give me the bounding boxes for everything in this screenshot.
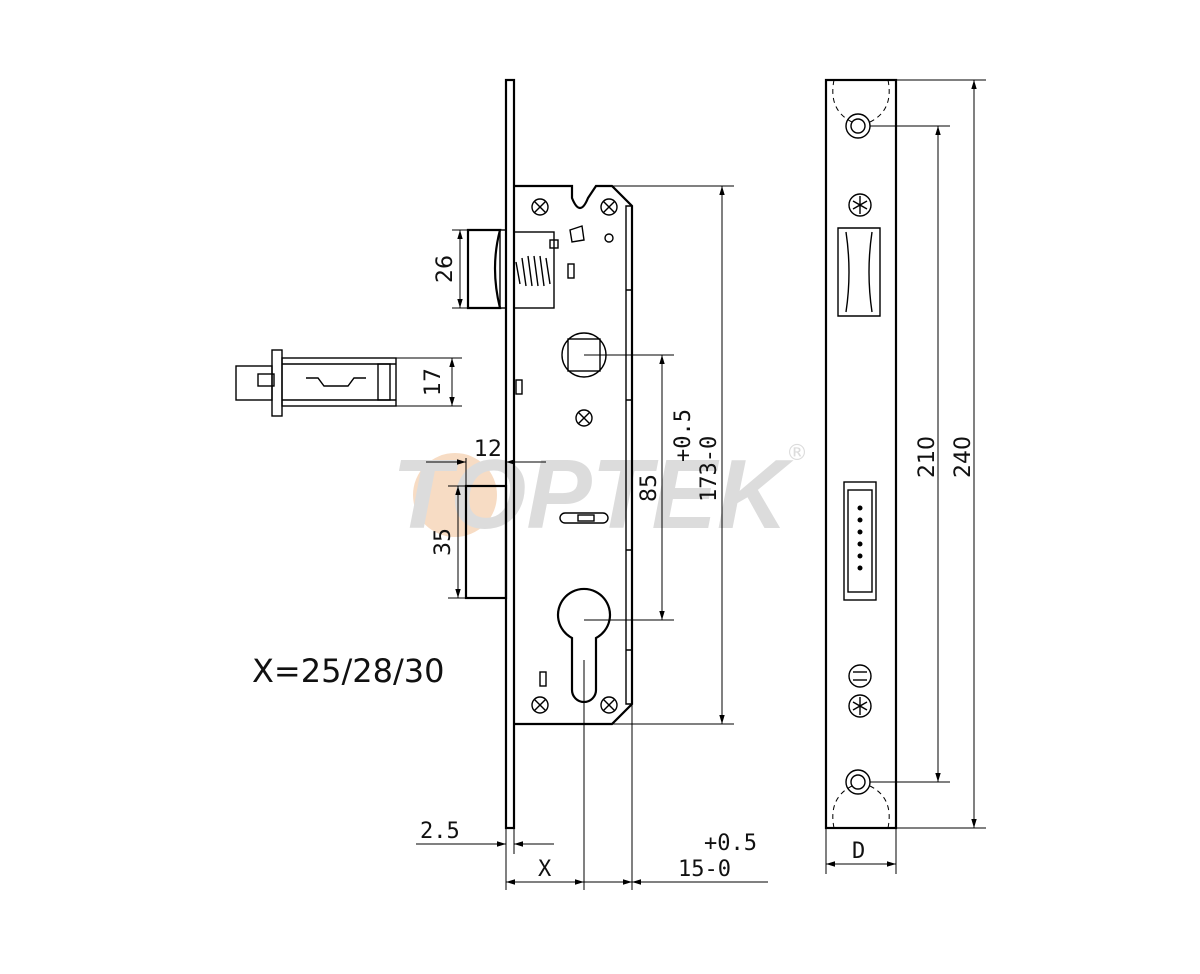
- dim-faceplate-width: D: [825, 828, 897, 874]
- dim-case-height: +0.5 173-0: [612, 185, 734, 725]
- dim-cylinder-height-label: 17: [421, 368, 446, 396]
- latch-opening: [837, 227, 881, 317]
- faceplate-screw-top: [848, 193, 872, 217]
- case-screw-top-right: [600, 198, 618, 216]
- dim-deadbolt-height-label: 35: [431, 528, 456, 556]
- dim-faceplate-length: 240: [896, 79, 986, 829]
- dim-deadbolt-width-label: 12: [474, 437, 502, 462]
- deadbolt: [464, 484, 508, 600]
- dim-fixing-hole-span-label: 210: [915, 436, 940, 478]
- case-screw-bottom-right: [600, 696, 618, 714]
- deadbolt-opening: [843, 481, 877, 601]
- dim-case-height-label: 173-0: [697, 436, 722, 502]
- cylinder-module: [235, 349, 397, 417]
- dim-faceplate-length-label: 240: [951, 436, 976, 478]
- dim-case-offset-tolerance: +0.5: [704, 831, 757, 856]
- fixing-hole-bottom: [845, 769, 871, 795]
- dim-faceplate-width-label: D: [852, 839, 865, 864]
- indicator-slot: [559, 512, 609, 524]
- dim-faceplate-thickness-label: 2.5: [420, 819, 460, 844]
- case-screw-bottom-left: [531, 696, 549, 714]
- faceplate-front-view: [824, 78, 898, 830]
- dim-cylinder-height: 17: [396, 357, 462, 407]
- dim-latch-height: 26: [433, 229, 468, 309]
- dim-fixing-hole-span: 210: [870, 125, 950, 783]
- case-tab-left: [515, 379, 523, 395]
- latch-bolt: [466, 228, 555, 310]
- watermark-registered-mark: ®: [786, 441, 808, 466]
- small-rivet: [604, 233, 614, 243]
- dim-case-offset-label: 15-0: [678, 857, 731, 882]
- dim-case-offset: +0.5 15-0: [584, 704, 768, 890]
- latch-spring: [515, 225, 585, 287]
- dim-backset-label: X: [538, 857, 552, 882]
- dim-faceplate-thickness: 2.5: [416, 819, 554, 890]
- dim-handle-to-cylinder-label: 85: [637, 474, 662, 502]
- watermark-logo-circle: [413, 453, 497, 537]
- case-tab-lower: [539, 671, 547, 687]
- case-screw-top-left: [531, 198, 549, 216]
- fixing-hole-top: [845, 113, 871, 139]
- backset-options-note: X=25/28/30: [252, 652, 444, 690]
- dim-deadbolt-height: 35: [431, 485, 466, 599]
- dim-case-height-tolerance: +0.5: [671, 409, 696, 462]
- faceplate-screw-lower: [848, 664, 872, 688]
- case-screw-middle: [575, 409, 593, 427]
- faceplate-screw-bottom: [848, 694, 872, 718]
- dim-backset: X: [506, 660, 585, 890]
- dim-latch-height-label: 26: [433, 255, 458, 283]
- dim-deadbolt-width: 12: [426, 437, 546, 486]
- dim-handle-to-cylinder: 85: [584, 354, 674, 621]
